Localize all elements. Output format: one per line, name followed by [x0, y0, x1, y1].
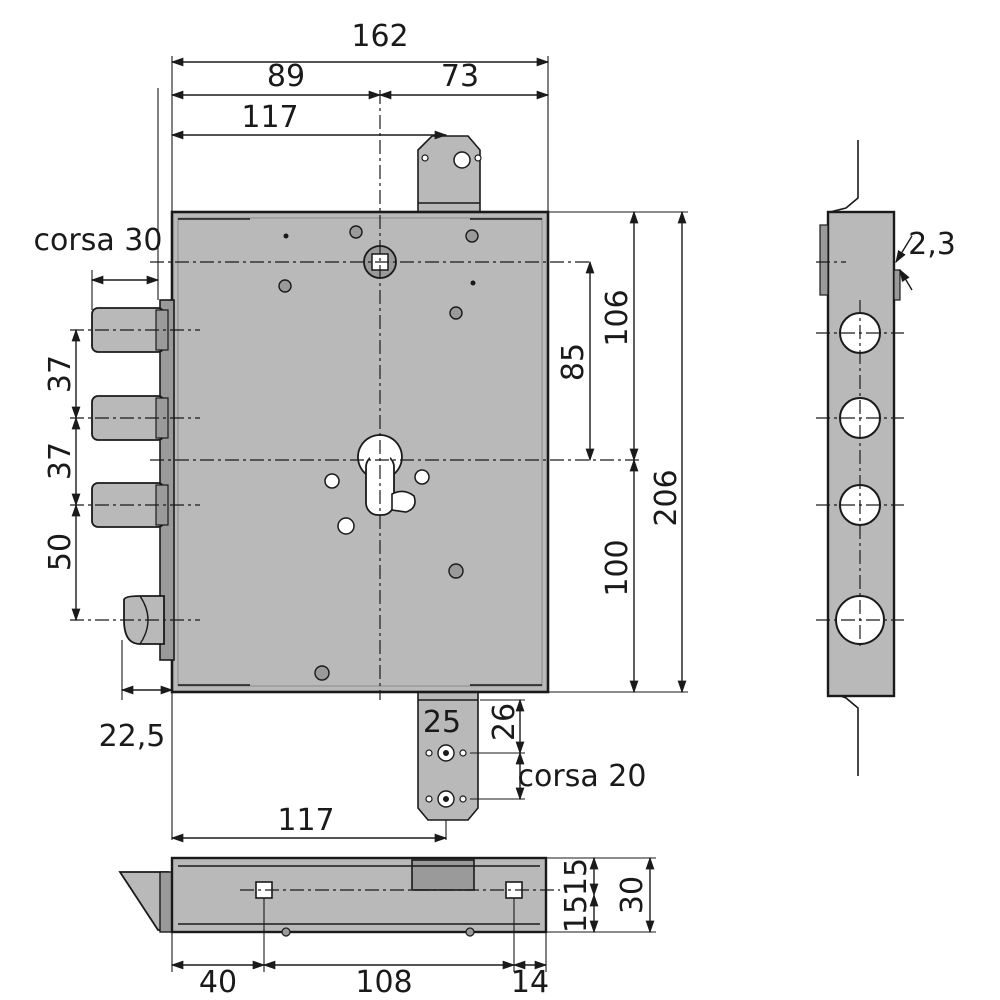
- bottom-view: 40 108 14 15 15 30: [118, 856, 656, 1000]
- dim-upper-height: 106: [600, 289, 635, 346]
- side-view: 2,3: [816, 140, 956, 776]
- dim-depth-total: 30: [615, 876, 650, 914]
- front-edge-plate: [159, 299, 175, 661]
- dim-depth-bottom: 15: [559, 895, 594, 933]
- dim-total-height: 206: [649, 469, 684, 526]
- rod-hole: [453, 151, 471, 169]
- dim-lower-height: 100: [600, 539, 635, 596]
- dim-upper-offset: 85: [556, 343, 591, 381]
- dim-right-width: 73: [441, 59, 479, 94]
- top-rod: [417, 135, 482, 213]
- dim-rod-width: 25: [423, 705, 461, 740]
- front-view: 162 89 73 117 corsa 30 37 37 50 22,5 85 …: [34, 19, 688, 843]
- dim-total-width: 162: [351, 19, 408, 54]
- label-stroke-top: corsa 30: [34, 223, 163, 258]
- dim-bottom-right: 14: [511, 965, 549, 1000]
- dim-latch-spacing: 50: [43, 533, 78, 571]
- dim-depth-top: 15: [559, 858, 594, 896]
- bottom-view-body: [170, 856, 548, 934]
- plate-screws: [278, 225, 479, 681]
- dim-left-width: 89: [267, 59, 305, 94]
- dim-latch-projection: 22,5: [99, 719, 166, 754]
- dim-bottom-left: 40: [199, 965, 237, 1000]
- dim-backset: 117: [241, 100, 298, 135]
- label-stroke-bottom: corsa 20: [518, 759, 647, 794]
- dim-bottom-center: 108: [355, 965, 412, 1000]
- bottom-rod: [417, 691, 479, 821]
- dim-bottom-backset: 117: [277, 803, 334, 838]
- dimension-lines: [71, 57, 687, 843]
- dim-plate-thickness: 2,3: [908, 227, 956, 262]
- dim-bolt-spacing-1: 37: [43, 355, 78, 393]
- dim-bolt-spacing-2: 37: [43, 442, 78, 480]
- dim-rod-height: 26: [487, 703, 522, 741]
